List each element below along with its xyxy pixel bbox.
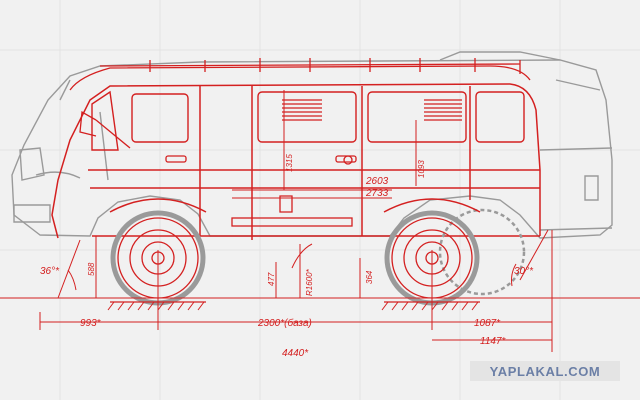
- dimension-lines: [39, 90, 553, 352]
- wheelbase-label: 2300*(база): [257, 317, 312, 329]
- fuel-cap-icon: [279, 195, 293, 213]
- windshield: [91, 90, 119, 151]
- roof-rack: [69, 58, 531, 91]
- watermark-text: YAPLAKAL.COM: [489, 363, 601, 379]
- rear-height-label: 1093: [417, 160, 426, 178]
- rear-clearance-label: 364: [365, 270, 374, 284]
- front-overhang-label: 993*: [80, 318, 102, 329]
- side-window-3: [475, 91, 525, 143]
- watermark-badge: YAPLAKAL.COM: [470, 361, 620, 381]
- emblem-icon: [343, 155, 353, 165]
- lower-length-label: 2733: [365, 188, 389, 199]
- mid-clearance-label: 477: [267, 272, 276, 286]
- dimension-labels: 993* 2300*(база) 1087* 1147* 2603 2733 3…: [40, 154, 534, 359]
- body-details: [79, 110, 357, 227]
- front-ground-label: 588: [87, 262, 96, 276]
- rear-width-label: 1147*: [480, 336, 507, 347]
- upper-length-label: 2603: [365, 176, 389, 187]
- side-window-2: [367, 91, 467, 143]
- departure-angle-label: 30°*: [514, 266, 534, 277]
- side-window-1: [257, 91, 357, 143]
- mirror-icon: [79, 110, 97, 137]
- windows: [91, 90, 525, 151]
- front-door-handle-icon: [165, 155, 187, 163]
- van-sketch: [11, 51, 613, 239]
- approach-angle-label: 36°*: [40, 266, 60, 277]
- window-height-label: 1315: [285, 154, 294, 172]
- bottom-partial-label: 4440*: [282, 348, 309, 359]
- louver-vents: [282, 99, 462, 121]
- turning-radius-label: R1600*: [305, 268, 314, 296]
- rear-overhang-label: 1087*: [474, 318, 501, 329]
- rear-wheel: [383, 198, 526, 306]
- step-plate: [231, 217, 353, 227]
- door-window: [131, 93, 189, 143]
